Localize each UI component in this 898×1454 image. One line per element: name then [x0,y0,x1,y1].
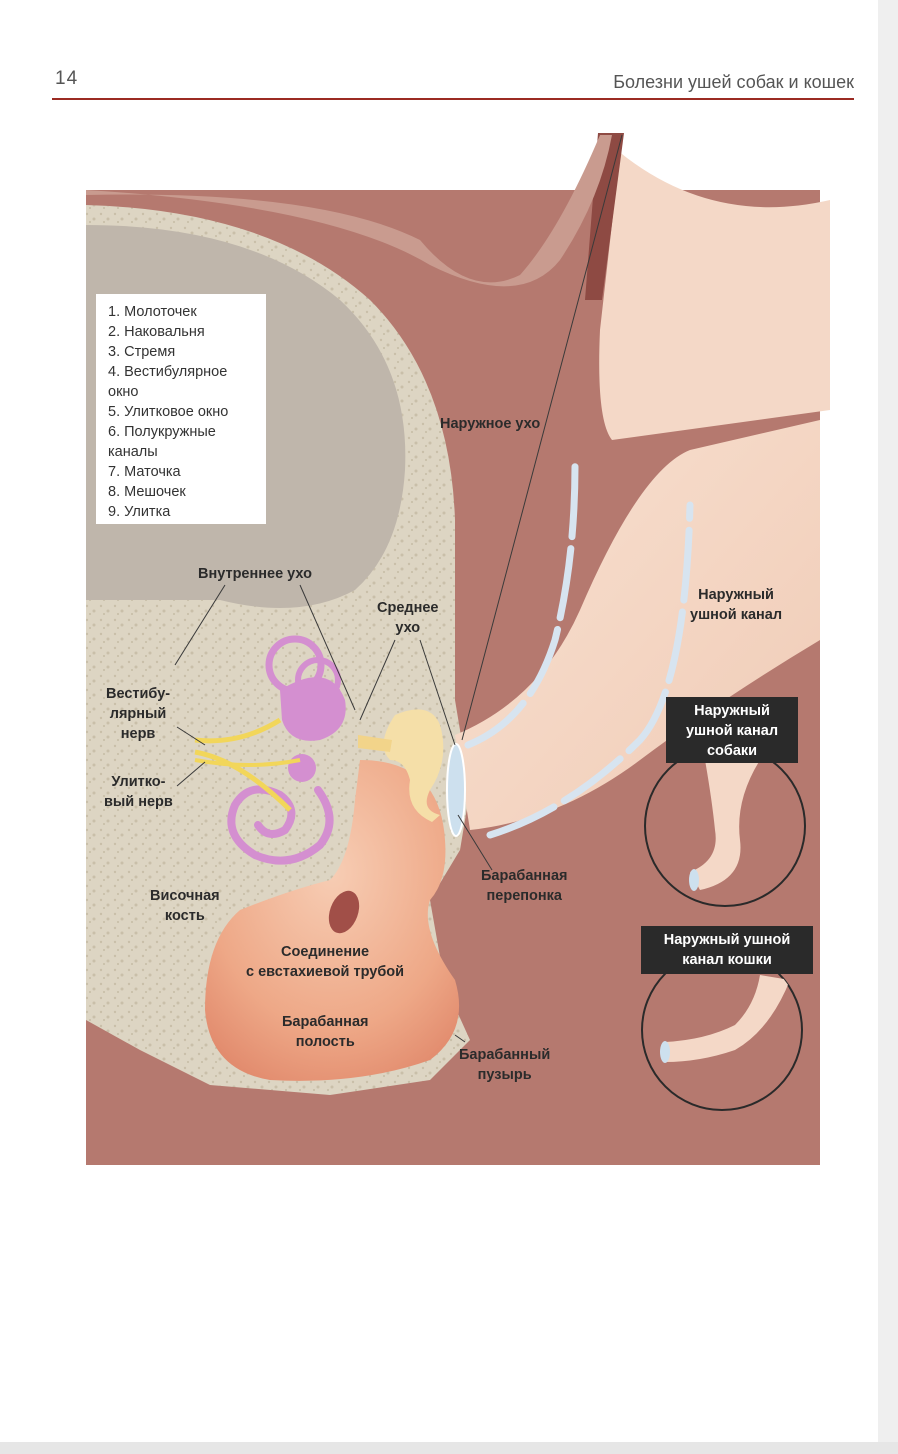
legend-item: 7. Маточка [108,462,266,482]
label-inner-ear: Внутреннее ухо [198,564,312,584]
legend-box: 1. Молоточек 2. Наковальня 3. Стремя 4. … [96,294,266,524]
saccule [288,754,316,782]
label-tympanic-bulla: Барабанный пузырь [459,1045,550,1085]
legend-item: 6. Полукружные каналы [108,422,266,462]
legend-item: 8. Мешочек [108,482,266,502]
label-vestibular-nerve: Вестибу- лярный нерв [106,684,170,744]
label-cochlear-nerve: Улитко- вый нерв [104,772,173,812]
label-eardrum: Барабанная перепонка [481,866,567,906]
vestibule [280,677,346,741]
legend-item: 1. Молоточек [108,302,266,322]
label-outer-ear: Наружное ухо [440,414,540,434]
cat-canal-circle [642,950,802,1110]
legend-item: 5. Улитковое окно [108,402,266,422]
label-cat-canal: Наружный ушной канал кошки [641,926,813,974]
label-middle-ear: Среднее ухо [377,598,438,638]
legend-item: 2. Наковальня [108,322,266,342]
pinna [599,135,830,440]
label-dog-canal: Наружный ушной канал собаки [666,697,798,763]
label-temporal-bone: Височная кость [150,886,220,926]
label-eustachian-connection: Соединение с евстахиевой трубой [246,942,404,982]
label-tympanic-cavity: Барабанная полость [282,1012,368,1052]
legend-item: 4. Вестибулярное окно [108,362,266,402]
label-external-canal: Наружный ушной канал [690,585,782,625]
legend-item: 9. Улитка [108,502,266,522]
legend-item: 3. Стремя [108,342,266,362]
